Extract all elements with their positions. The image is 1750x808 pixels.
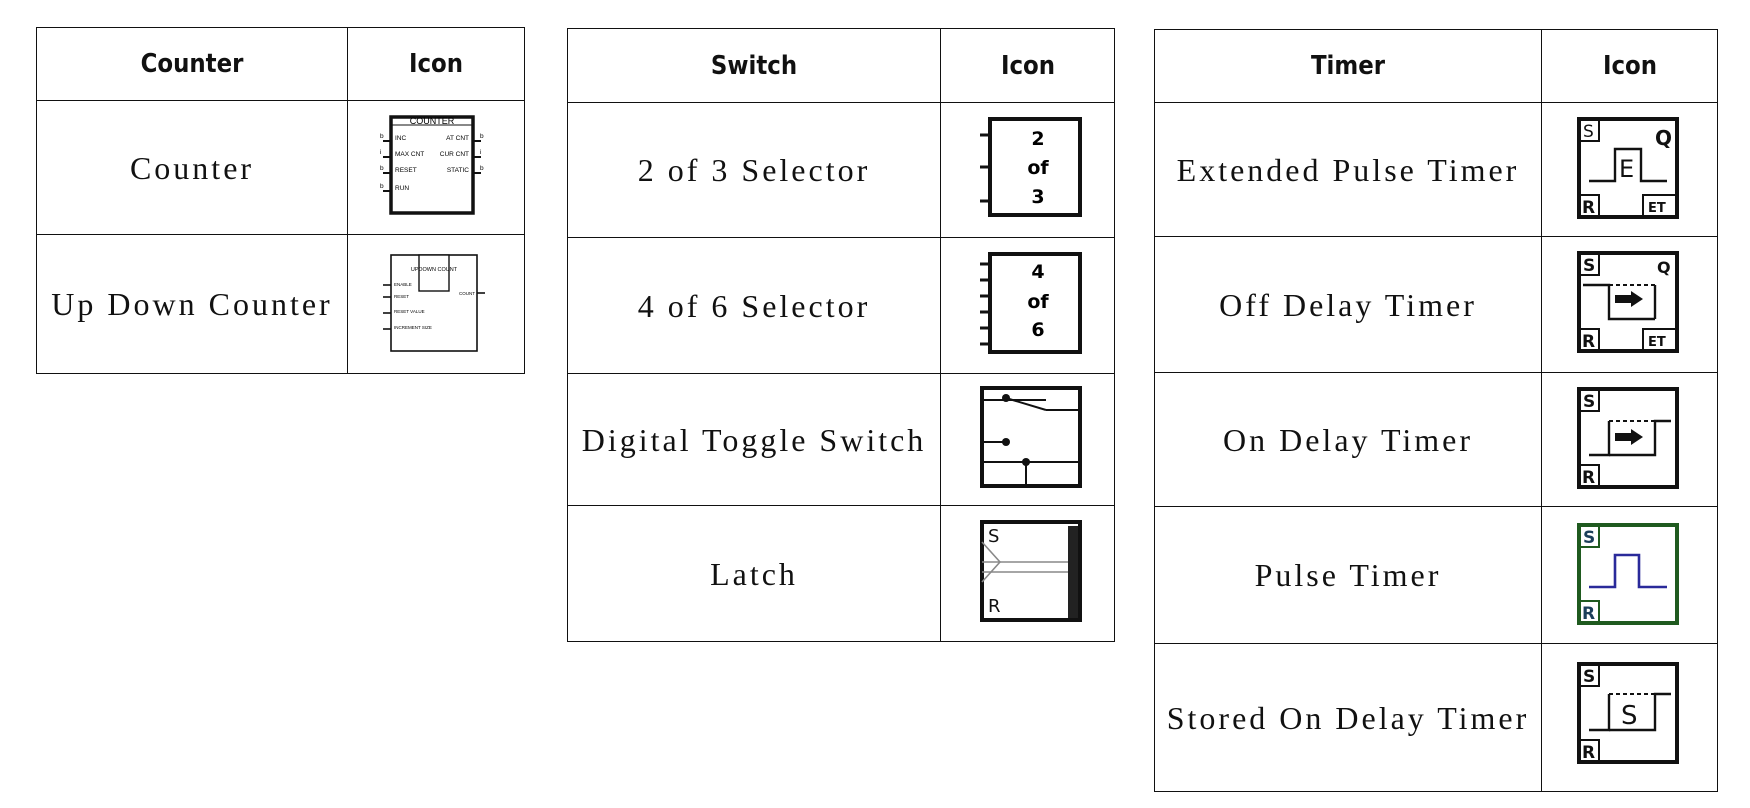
timer-table: Timer Icon Extended Pulse Timer S Q R ET… xyxy=(1154,29,1718,792)
extended-pulse-timer-label: Extended Pulse Timer xyxy=(1176,151,1520,188)
svg-text:R: R xyxy=(1582,198,1595,218)
svg-text:RESET: RESET xyxy=(395,167,417,174)
svg-text:S: S xyxy=(1583,256,1595,276)
svg-text:b: b xyxy=(480,165,484,172)
svg-text:COUNT: COUNT xyxy=(459,291,475,296)
toggle-switch-label: Digital Toggle Switch xyxy=(581,421,927,458)
svg-text:RUN: RUN xyxy=(395,185,409,192)
svg-text:S: S xyxy=(1583,122,1594,142)
toggle-switch-icon xyxy=(976,386,1086,490)
extended-pulse-timer-icon: S Q R ET E xyxy=(1575,117,1685,221)
table-row: Latch S R xyxy=(568,505,1114,642)
counter-block-icon: COUNTER INC MAX CNT RESET RUN AT CNT CUR… xyxy=(377,113,487,219)
svg-text:S: S xyxy=(1583,667,1595,687)
on-delay-timer-label: On Delay Timer xyxy=(1223,421,1473,458)
on-delay-timer-icon: S R xyxy=(1575,387,1685,491)
svg-text:R: R xyxy=(1582,604,1595,624)
svg-text:Q: Q xyxy=(1655,126,1672,150)
svg-text:COUNTER: COUNTER xyxy=(410,116,455,126)
table-row: Counter COUNTER INC MAX CNT RESET RUN AT… xyxy=(37,100,524,235)
table-row: 4 of 6 Selector 4 of 6 xyxy=(568,237,1114,374)
counter-header: Counter xyxy=(140,49,244,79)
svg-text:R: R xyxy=(1582,743,1595,763)
svg-text:INCREMENT SIZE: INCREMENT SIZE xyxy=(394,325,432,330)
table-row: Extended Pulse Timer S Q R ET E xyxy=(1155,102,1717,237)
svg-text:b: b xyxy=(380,133,384,140)
up-down-counter-block-icon: UPDOWN COUNT ENABLE RESET RESET VALUE IN… xyxy=(377,253,487,357)
svg-text:b: b xyxy=(380,183,384,190)
switch-icon-header: Icon xyxy=(1000,50,1056,81)
latch-icon: S R xyxy=(976,520,1086,624)
latch-label: Latch xyxy=(710,555,798,592)
svg-text:of: of xyxy=(1027,291,1049,313)
svg-text:AT CNT: AT CNT xyxy=(446,135,469,142)
svg-text:STATIC: STATIC xyxy=(447,167,469,174)
counter-icon-header: Icon xyxy=(408,49,464,79)
svg-text:UPDOWN COUNT: UPDOWN COUNT xyxy=(411,267,458,273)
svg-text:INC: INC xyxy=(395,135,407,142)
four-of-six-selector-label: 4 of 6 Selector xyxy=(637,287,871,324)
pulse-timer-label: Pulse Timer xyxy=(1254,557,1442,593)
svg-text:i: i xyxy=(480,149,481,156)
table-row: 2 of 3 Selector 2 of 3 xyxy=(568,102,1114,238)
svg-text:R: R xyxy=(988,596,1001,617)
timer-header: Timer xyxy=(1310,51,1386,81)
off-delay-timer-label: Off Delay Timer xyxy=(1219,286,1477,323)
svg-text:S: S xyxy=(1621,701,1638,731)
up-down-counter-label: Up Down Counter xyxy=(51,286,333,322)
table-row: Up Down Counter UPDOWN COUNT ENABLE RESE… xyxy=(37,234,524,374)
svg-text:S: S xyxy=(1583,528,1595,548)
svg-text:6: 6 xyxy=(1031,319,1044,341)
svg-text:2: 2 xyxy=(1031,128,1044,150)
timer-icon-header: Icon xyxy=(1602,51,1658,81)
svg-text:Q: Q xyxy=(1657,258,1671,277)
off-delay-timer-icon: S Q R ET xyxy=(1575,251,1685,355)
pulse-timer-icon: S R xyxy=(1575,523,1685,627)
svg-text:i: i xyxy=(380,149,381,156)
two-of-three-selector-label: 2 of 3 Selector xyxy=(637,152,871,188)
counter-label: Counter xyxy=(129,149,255,186)
svg-text:R: R xyxy=(1582,468,1595,488)
table-row: Off Delay Timer S Q R ET xyxy=(1155,236,1717,373)
svg-text:CUR CNT: CUR CNT xyxy=(440,151,469,158)
svg-text:of: of xyxy=(1027,157,1049,179)
svg-text:RESET: RESET xyxy=(394,294,409,299)
svg-text:3: 3 xyxy=(1031,186,1044,208)
svg-text:S: S xyxy=(1583,392,1595,412)
switch-header: Switch xyxy=(710,50,798,81)
svg-text:RESET VALUE: RESET VALUE xyxy=(394,309,425,314)
table-row: Digital Toggle Switch xyxy=(568,373,1114,506)
svg-text:R: R xyxy=(1582,332,1595,352)
svg-text:E: E xyxy=(1619,155,1634,183)
switch-table: Switch Icon 2 of 3 Selector 2 of 3 4 of … xyxy=(567,28,1115,642)
counter-table: Counter Icon Counter COUNTER INC MAX CNT… xyxy=(36,27,525,374)
two-of-three-selector-icon: 2 of 3 xyxy=(976,113,1086,223)
svg-text:ET: ET xyxy=(1648,335,1666,350)
svg-text:ET: ET xyxy=(1648,201,1666,216)
svg-text:ENABLE: ENABLE xyxy=(394,282,412,287)
table-row: Pulse Timer S R xyxy=(1155,506,1717,644)
svg-text:b: b xyxy=(480,133,484,140)
svg-text:S: S xyxy=(988,526,999,547)
table-row: On Delay Timer S R xyxy=(1155,372,1717,507)
table-row: Stored On Delay Timer S R S xyxy=(1155,643,1717,792)
stored-on-delay-timer-label: Stored On Delay Timer xyxy=(1166,699,1530,736)
four-of-six-selector-icon: 4 of 6 xyxy=(976,250,1086,360)
svg-text:b: b xyxy=(380,165,384,172)
stored-on-delay-timer-icon: S R S xyxy=(1575,662,1685,766)
svg-text:4: 4 xyxy=(1031,261,1044,283)
svg-text:MAX CNT: MAX CNT xyxy=(395,151,424,158)
